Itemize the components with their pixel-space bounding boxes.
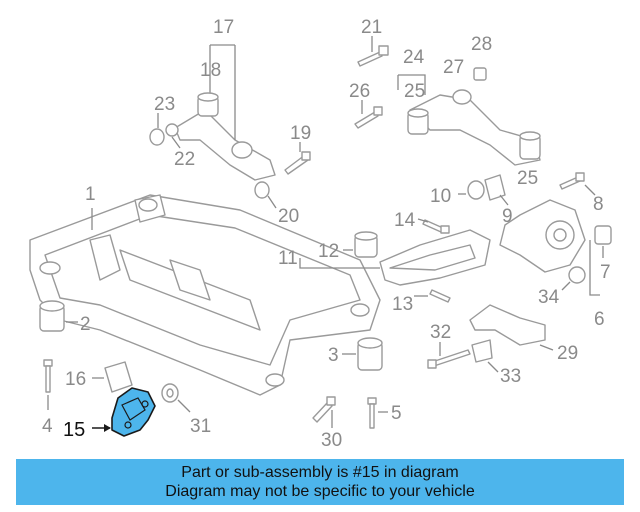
label-34: 34 (538, 287, 560, 308)
label-11: 11 (278, 248, 298, 269)
bolt-part-19 (284, 142, 311, 175)
label-25-lower: 25 (517, 168, 538, 189)
label-27: 27 (443, 57, 464, 78)
lower-arm-part-11 (299, 229, 491, 286)
label-2: 2 (80, 314, 91, 335)
subframe-part (29, 194, 381, 396)
label-10: 10 (430, 186, 451, 207)
label-19: 19 (290, 123, 311, 144)
label-21: 21 (361, 17, 382, 38)
label-26: 26 (349, 81, 370, 102)
label-33: 33 (500, 366, 521, 387)
bushing-part-3 (342, 337, 383, 371)
label-4: 4 (42, 416, 53, 437)
label-12: 12 (318, 241, 339, 262)
bolt-part-14 (417, 218, 450, 234)
label-17: 17 (213, 17, 234, 38)
label-18: 18 (200, 60, 221, 81)
washer-part-27 (452, 89, 472, 105)
label-8: 8 (593, 194, 604, 215)
bracket-part-33 (471, 339, 499, 373)
bolt-part-8 (559, 172, 596, 196)
label-14: 14 (394, 210, 416, 231)
label-24: 24 (403, 47, 425, 68)
label-20: 20 (278, 206, 299, 227)
bushing-part-10 (458, 180, 485, 200)
bushing-part-12 (343, 231, 378, 258)
label-16: 16 (65, 369, 86, 390)
info-banner: Part or sub-assembly is #15 in diagram D… (16, 459, 624, 505)
bolt-part-32 (427, 342, 471, 369)
bolt-part-4 (43, 359, 53, 410)
lateral-link-part-29 (469, 304, 554, 351)
label-23: 23 (154, 94, 175, 115)
nut-part-20 (254, 181, 277, 209)
bushing-part-34 (561, 266, 586, 291)
label-29: 29 (557, 343, 578, 364)
washer-part-23 (149, 113, 165, 146)
bolt-part-5 (367, 397, 388, 429)
label-31: 31 (190, 416, 211, 437)
upper-arm-part-17 (174, 44, 276, 181)
bushing-part-18 (197, 92, 219, 117)
label-13: 13 (392, 294, 413, 315)
banner-line-disclaimer: Diagram may not be specific to your vehi… (165, 483, 475, 500)
banner-line-part-number: Part or sub-assembly is #15 in diagram (181, 464, 459, 481)
mount-part-16 (92, 361, 133, 393)
label-28: 28 (471, 34, 492, 55)
label-1: 1 (85, 184, 96, 205)
bushing-part-25-upper (407, 108, 429, 135)
bolt-part-13 (414, 289, 451, 303)
label-5: 5 (391, 403, 402, 424)
bolt-part-26 (354, 100, 383, 129)
bushing-part-25-lower (519, 131, 541, 160)
bushing-part-2 (39, 300, 78, 332)
bushing-part-7 (594, 225, 612, 258)
label-32: 32 (430, 322, 451, 343)
bracket-part-9 (484, 174, 509, 206)
label-9: 9 (502, 206, 513, 227)
nut-part-31 (161, 383, 191, 413)
label-25-upper: 25 (404, 81, 425, 102)
label-30: 30 (321, 430, 342, 451)
label-3: 3 (328, 345, 339, 366)
bolt-part-21 (357, 36, 389, 67)
bolt-part-30 (312, 396, 336, 428)
bushing-part-22 (165, 123, 181, 149)
label-22: 22 (174, 149, 195, 170)
bracket-part-15-highlighted (92, 387, 156, 437)
knuckle-part-6 (499, 199, 600, 296)
label-7: 7 (600, 262, 611, 283)
nut-part-28 (473, 67, 487, 81)
label-15-highlighted: 15 (63, 419, 85, 441)
label-6: 6 (594, 309, 605, 330)
